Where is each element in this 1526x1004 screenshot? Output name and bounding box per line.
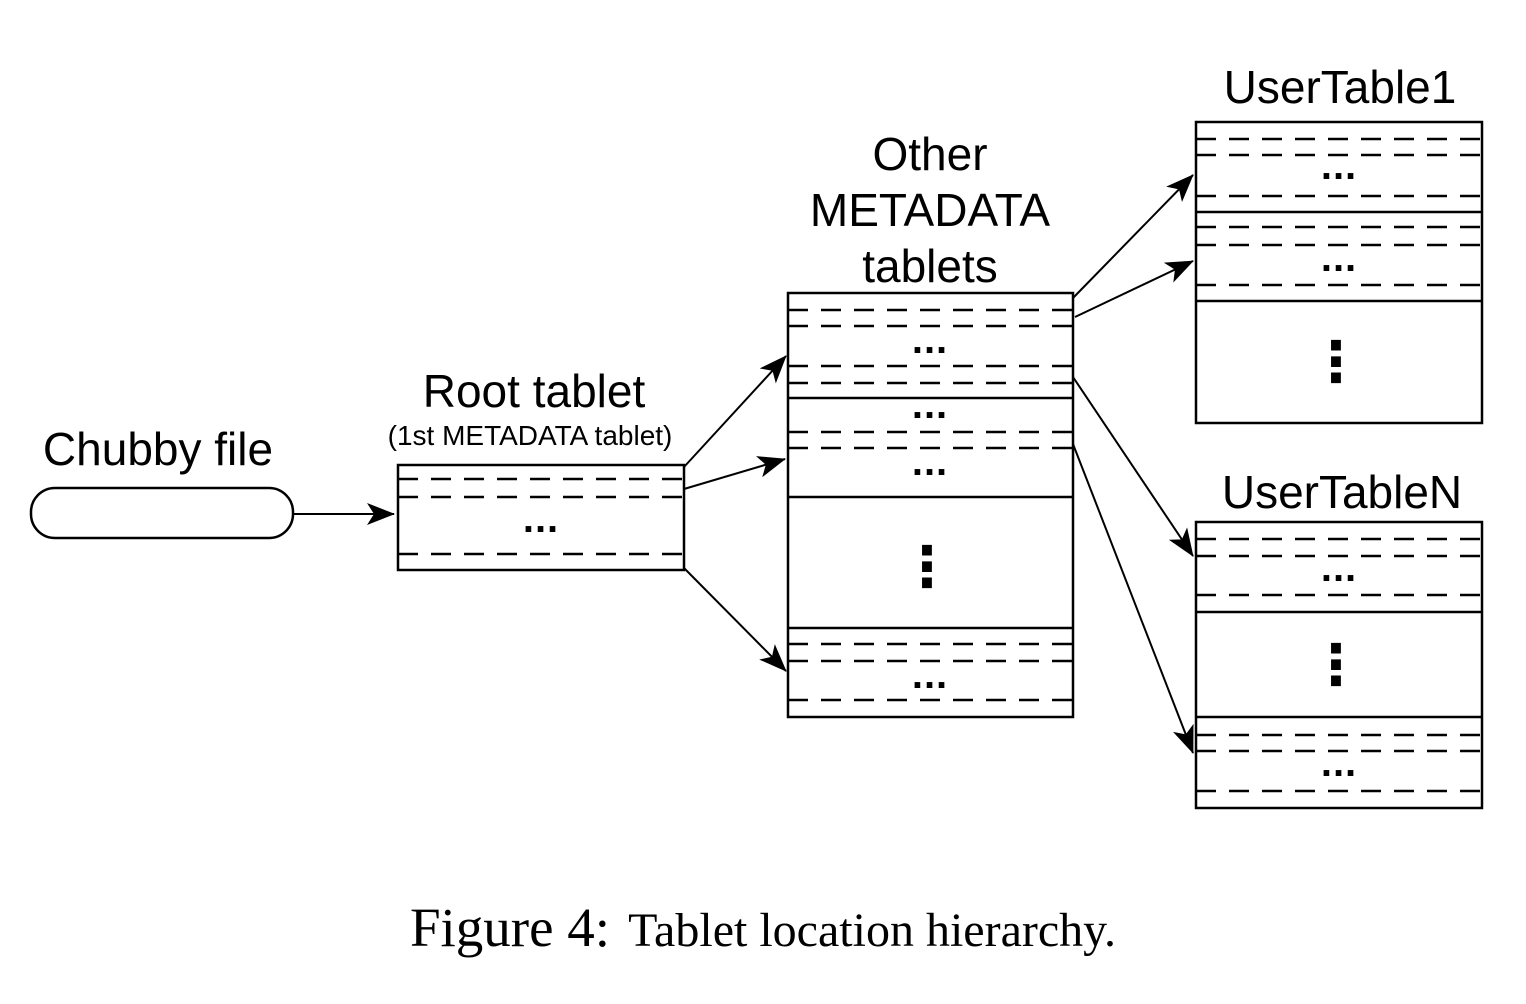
metadata-row-ellipsis-1: ... <box>911 318 949 362</box>
usertablen-box <box>1194 520 1484 810</box>
root-tablet-box <box>396 463 686 572</box>
metadata-row-ellipsis-3: ... <box>911 440 949 484</box>
figure-caption-number: Figure 4: <box>409 897 611 958</box>
usertable1-title: UserTable1 <box>1223 61 1457 113</box>
figure-caption: Figure 4: Tablet location hierarchy. <box>0 896 1526 959</box>
arrow-metadata-to-usertablen-2 <box>1072 443 1194 754</box>
usertable1-row-ellipsis-2: ... <box>1320 236 1358 280</box>
arrow-metadata-to-usertable1-2 <box>1074 260 1194 318</box>
usertablen-more-rows-ellipsis: ⋮ <box>1308 633 1364 698</box>
usertable1-box <box>1194 120 1484 425</box>
figure-caption-text: Tablet location hierarchy. <box>628 904 1117 957</box>
metadata-tablets-box <box>786 291 1075 719</box>
arrow-root-to-metadata-2 <box>683 456 786 490</box>
root-tablet-title: Root tablet <box>422 365 646 417</box>
metadata-tablets-title: Other METADATA tablets <box>780 126 1080 294</box>
usertablen-row-ellipsis-1: ... <box>1320 546 1358 590</box>
metadata-tablets-title-line3: tablets <box>862 240 998 292</box>
usertable1-row-ellipsis-1: ... <box>1320 144 1358 188</box>
root-tablet-subtitle: (1st METADATA tablet) <box>387 420 673 451</box>
usertable1-more-rows-ellipsis: ⋮ <box>1308 330 1364 395</box>
arrow-root-to-metadata-1 <box>683 355 787 468</box>
arrow-metadata-to-usertablen-1 <box>1072 376 1194 557</box>
usertablen-title: UserTableN <box>1221 466 1463 518</box>
root-row-ellipsis: ... <box>522 497 560 541</box>
metadata-tablets-title-line1: Other <box>872 128 988 180</box>
chubby-file-label: Chubby file <box>42 423 274 475</box>
chubby-file-node <box>29 486 295 540</box>
metadata-more-rows-ellipsis: ⋮ <box>899 535 955 600</box>
usertablen-row-ellipsis-2: ... <box>1320 741 1358 785</box>
metadata-row-ellipsis-2: ... <box>911 383 949 427</box>
arrow-metadata-to-usertable1-1 <box>1072 174 1194 299</box>
arrow-root-to-metadata-3 <box>683 567 787 672</box>
metadata-row-ellipsis-4: ... <box>911 653 949 697</box>
metadata-tablets-title-line2: METADATA <box>809 184 1051 236</box>
